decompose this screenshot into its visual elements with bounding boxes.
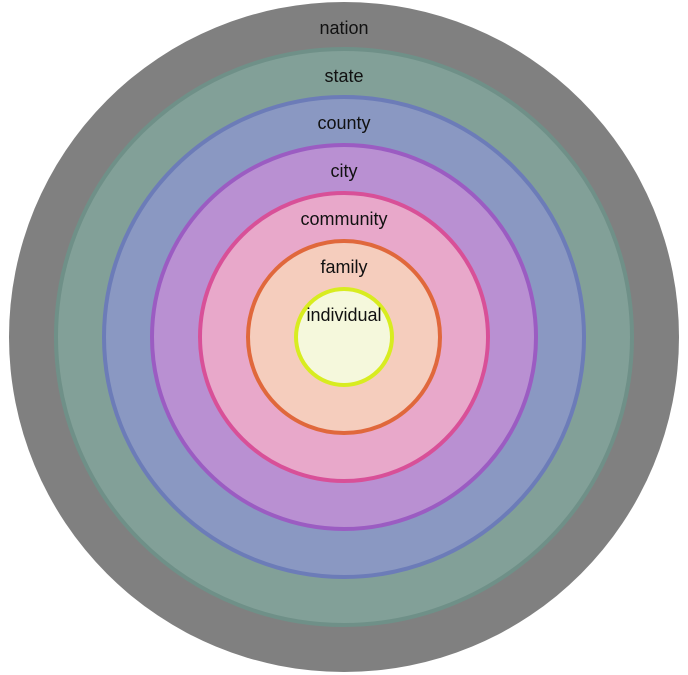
family-label: family xyxy=(320,257,367,277)
state-label: state xyxy=(324,66,363,86)
nation-label: nation xyxy=(319,18,368,38)
city-label: city xyxy=(331,161,358,181)
rings-layer xyxy=(9,2,679,672)
individual-ring xyxy=(294,287,394,387)
community-label: community xyxy=(300,209,387,229)
individual-label: individual xyxy=(306,305,381,325)
county-label: county xyxy=(317,113,370,133)
labels-layer: nation state county city community family indi… xyxy=(300,18,387,325)
